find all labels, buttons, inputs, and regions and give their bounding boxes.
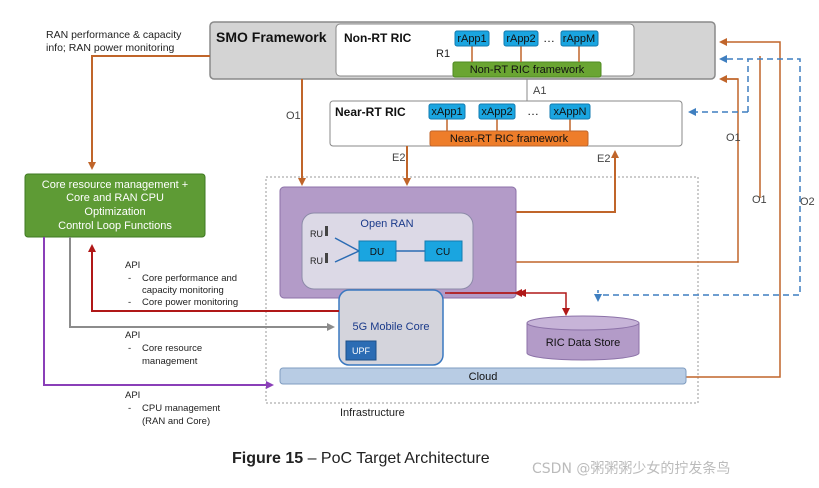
api-3-dash-1: - [128, 403, 131, 414]
core-control-line-4: Control Loop Functions [58, 220, 172, 232]
api-2-item-2: management [142, 356, 198, 367]
o1-label-left: O1 [286, 110, 301, 122]
rapp2-label: rApp2 [506, 33, 535, 45]
core-control-line-2: Core and RAN CPU [66, 192, 164, 204]
datastore-cylinder-body [526, 323, 640, 361]
smo-to-core-control-arrow [88, 55, 210, 170]
ru-antenna-icon-2 [325, 253, 328, 263]
xappn-label: xAppN [553, 106, 586, 118]
rapp-dots: … [543, 31, 555, 45]
figure-caption-area: Figure 15 – PoC Target Architecture [0, 446, 819, 476]
xappn-box [549, 103, 591, 120]
datastore-cylinder-top [526, 315, 640, 331]
api-1-title: API [125, 260, 140, 271]
ru-label-2: RU [310, 256, 323, 266]
api-2-title: API [125, 330, 140, 341]
cpu-management-arrow [43, 237, 274, 389]
xapp2-label: xApp2 [481, 106, 512, 118]
cloud-label: Cloud [469, 371, 498, 383]
upf-label: UPF [352, 346, 371, 356]
e2-up-arrow [516, 150, 619, 213]
o2-label: O2 [800, 196, 815, 208]
o2-cloud-to-smo-arrow [686, 38, 781, 378]
figure-number: Figure 15 [232, 450, 304, 467]
rapp2-box [503, 30, 539, 47]
core-control-line-1: Core resource management + [42, 179, 188, 191]
mobile-core-title: 5G Mobile Core [352, 321, 429, 333]
diagram-canvas: SMO Framework Non-RT RIC R1 Non-RT RIC f… [24, 21, 815, 427]
upf-box [345, 340, 377, 361]
api-1-item-2: capacity monitoring [142, 285, 224, 296]
non-rt-ric-framework [452, 61, 602, 78]
core-control-line-3: Optimization [84, 206, 145, 218]
xapp1-box [428, 103, 466, 120]
api-1-item-3: Core power monitoring [142, 297, 238, 308]
xapp2-box [478, 103, 516, 120]
xapp-dots: … [527, 104, 539, 118]
infrastructure-boundary [265, 176, 699, 404]
rapp1-box [454, 30, 490, 47]
datastore-to-smo-dashed-arrow [597, 55, 801, 300]
non-rt-ric-title: Non-RT RIC [344, 31, 412, 45]
ru-antenna-icon-1 [325, 226, 328, 236]
rappm-box [560, 30, 599, 47]
xapp1-label: xApp1 [431, 106, 462, 118]
e2-label-left: E2 [392, 152, 405, 164]
o1-label-right-2: O1 [752, 194, 767, 206]
api-1-dash-2: - [128, 297, 131, 308]
du-label: DU [370, 247, 384, 258]
open-ran-title: Open RAN [360, 218, 413, 230]
infrastructure-label: Infrastructure [340, 407, 405, 419]
csdn-watermark: CSDN @粥粥粥少女的拧发条鸟 [532, 461, 731, 477]
e2-label-right: E2 [597, 153, 610, 165]
rappm-label: rAppM [563, 33, 595, 45]
api-2-dash-1: - [128, 343, 131, 354]
smo-info-line-1: RAN performance & capacity [46, 29, 182, 41]
figure-caption: Figure 15 – PoC Target Architecture [232, 450, 490, 468]
api-3-item-1: CPU management [142, 403, 221, 414]
ru1-du-link [334, 237, 360, 252]
figure-caption-text: – PoC Target Architecture [303, 450, 490, 467]
o1-label-right-1: O1 [726, 132, 741, 144]
r1-label: R1 [436, 48, 450, 60]
api-1-dash-1: - [128, 273, 131, 284]
smo-title: SMO Framework [216, 29, 327, 45]
smo-info-line-2: info; RAN power monitoring [46, 42, 175, 54]
non-rt-ric-framework-label: Non-RT RIC framework [470, 64, 585, 76]
ru2-du-link [334, 250, 360, 263]
near-rt-ric-framework [429, 130, 589, 147]
api-3-title: API [125, 390, 140, 401]
near-rt-ric-framework-label: Near-RT RIC framework [450, 133, 569, 145]
a1-label: A1 [533, 85, 546, 97]
rapp1-label: rApp1 [457, 33, 486, 45]
cu-label: CU [436, 247, 450, 258]
cloud-bar [279, 367, 687, 385]
api-1-item-1: Core performance and [142, 273, 237, 284]
api-2-item-1: Core resource [142, 343, 202, 354]
ru-label-1: RU [310, 229, 323, 239]
core-monitoring-to-control-arrow [88, 244, 339, 312]
api-3-item-2: (RAN and Core) [142, 416, 210, 427]
cu-box [424, 240, 463, 262]
core-control-box [24, 173, 206, 238]
near-rt-ric-title: Near-RT RIC [335, 105, 406, 119]
datastore-label: RIC Data Store [546, 337, 621, 349]
core-resource-mgmt-arrow [69, 237, 335, 331]
